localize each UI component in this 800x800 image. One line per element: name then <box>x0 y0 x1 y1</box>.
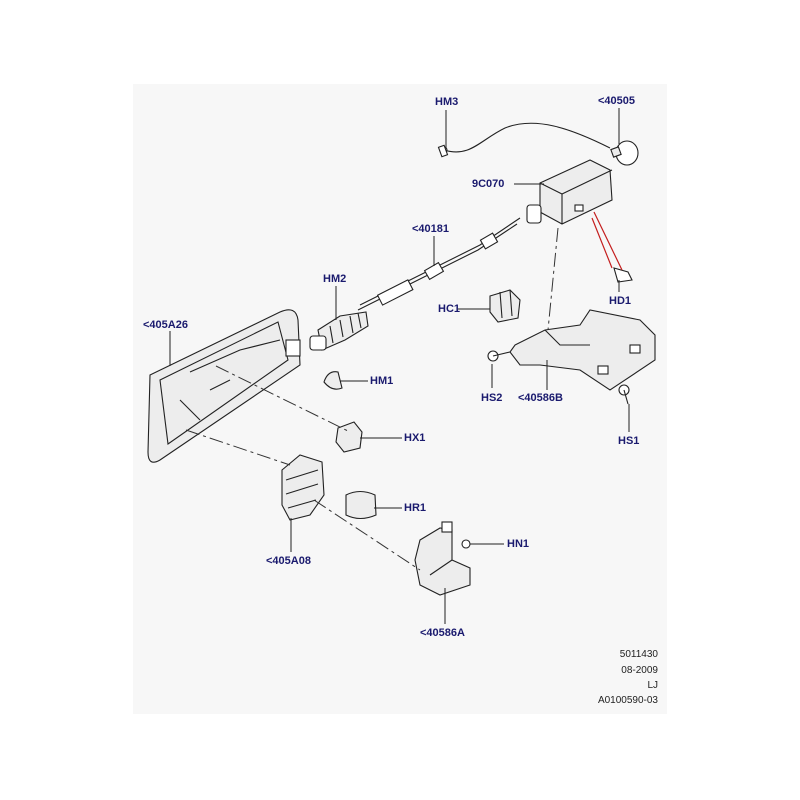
callout-hs1: HS1 <box>618 435 640 447</box>
screw-hs2 <box>487 350 511 362</box>
red-pointer-lines <box>591 211 623 271</box>
callout-hm2: HM2 <box>323 273 347 285</box>
bumper-hm1 <box>323 371 343 390</box>
callout-40505: <40505 <box>598 95 636 107</box>
clip-hx1 <box>335 421 363 453</box>
spring-hr1 <box>345 490 377 520</box>
callout-hx1: HX1 <box>404 432 426 444</box>
grommet-hm2 <box>309 311 369 351</box>
screw-hs1 <box>618 384 630 405</box>
actuator-9c070 <box>526 159 613 225</box>
callout-hd1: HD1 <box>609 295 632 307</box>
callout-405a26: <405A26 <box>143 319 188 331</box>
callout-40181: <40181 <box>412 223 450 235</box>
cap-40505 <box>610 140 639 166</box>
callout-40586b: <40586B <box>518 392 563 404</box>
bracket-40586a <box>414 521 471 596</box>
nut-hn1 <box>461 539 471 549</box>
footer-date: 08-2009 <box>621 665 658 676</box>
fuel-flap-door-405a26 <box>147 309 301 463</box>
clip-hc1 <box>489 289 521 323</box>
fastener-hd1 <box>613 267 633 283</box>
callout-hc1: HC1 <box>438 303 461 315</box>
bracket-40586b <box>509 309 656 391</box>
hinge-405a08 <box>281 454 325 521</box>
footer-ref: A0100590-03 <box>597 695 658 706</box>
assembly-line-3 <box>313 499 421 571</box>
cable-40181 <box>357 217 521 311</box>
callout-hr1: HR1 <box>404 502 427 514</box>
footer-initials: LJ <box>647 680 658 691</box>
assembly-line-4 <box>547 227 559 331</box>
callout-405a08: <405A08 <box>266 555 311 567</box>
callout-hm3: HM3 <box>435 96 459 108</box>
callout-9c070: 9C070 <box>472 178 505 190</box>
callout-hs2: HS2 <box>481 392 503 404</box>
callout-40586a: <40586A <box>420 627 465 639</box>
assembly-line-2 <box>185 429 291 466</box>
hm3-cable <box>437 122 611 158</box>
callout-hn1: HN1 <box>507 538 530 550</box>
footer-code: 5011430 <box>619 649 658 660</box>
callout-hm1: HM1 <box>370 375 394 387</box>
